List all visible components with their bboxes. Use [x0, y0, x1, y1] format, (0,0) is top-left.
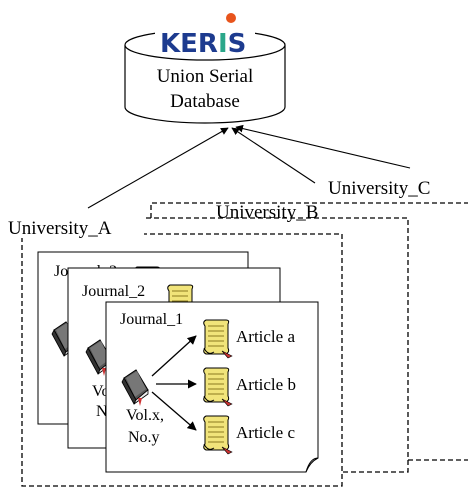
connection-university-c	[235, 124, 411, 169]
volume-partial-line1: Vo	[92, 383, 110, 400]
keris-logo-text: KERIS	[160, 29, 246, 59]
university-b-label: University_B	[216, 202, 318, 223]
university-c-label: University_C	[328, 178, 430, 199]
article-b-label: Article b	[236, 375, 296, 394]
article-c-label: Article c	[236, 423, 295, 442]
connection-university-b	[231, 127, 316, 184]
university-connections	[87, 124, 411, 209]
volume-line1: Vol.x,	[126, 407, 164, 424]
article-a-icon	[203, 319, 233, 359]
journal-1-page: Journal_1 Vol.x, No.y Article a Article …	[105, 301, 319, 473]
arrow-to-article-c	[151, 391, 197, 431]
database-label-line2: Database	[170, 91, 240, 112]
journal-2-label: Journal_2	[82, 283, 145, 300]
university-a-label: University_A	[8, 218, 112, 239]
union-serial-database: KERIS Union Serial Database	[124, 13, 286, 124]
arrow-to-article-a	[151, 335, 197, 377]
keris-logo-dot	[226, 13, 236, 23]
article-a-label: Article a	[236, 327, 295, 346]
article-c-icon	[203, 415, 233, 455]
journal-1-label: Journal_1	[120, 311, 183, 328]
article-arrows	[151, 335, 197, 431]
connection-university-a	[87, 127, 229, 209]
volume-partial-line2: N	[96, 403, 108, 420]
keris-logo: KERIS	[155, 13, 255, 59]
volume-line2: No.y	[128, 429, 160, 446]
database-label-line1: Union Serial	[157, 66, 254, 87]
university-c-frame: University_C	[150, 174, 470, 461]
article-b-icon	[203, 367, 233, 407]
